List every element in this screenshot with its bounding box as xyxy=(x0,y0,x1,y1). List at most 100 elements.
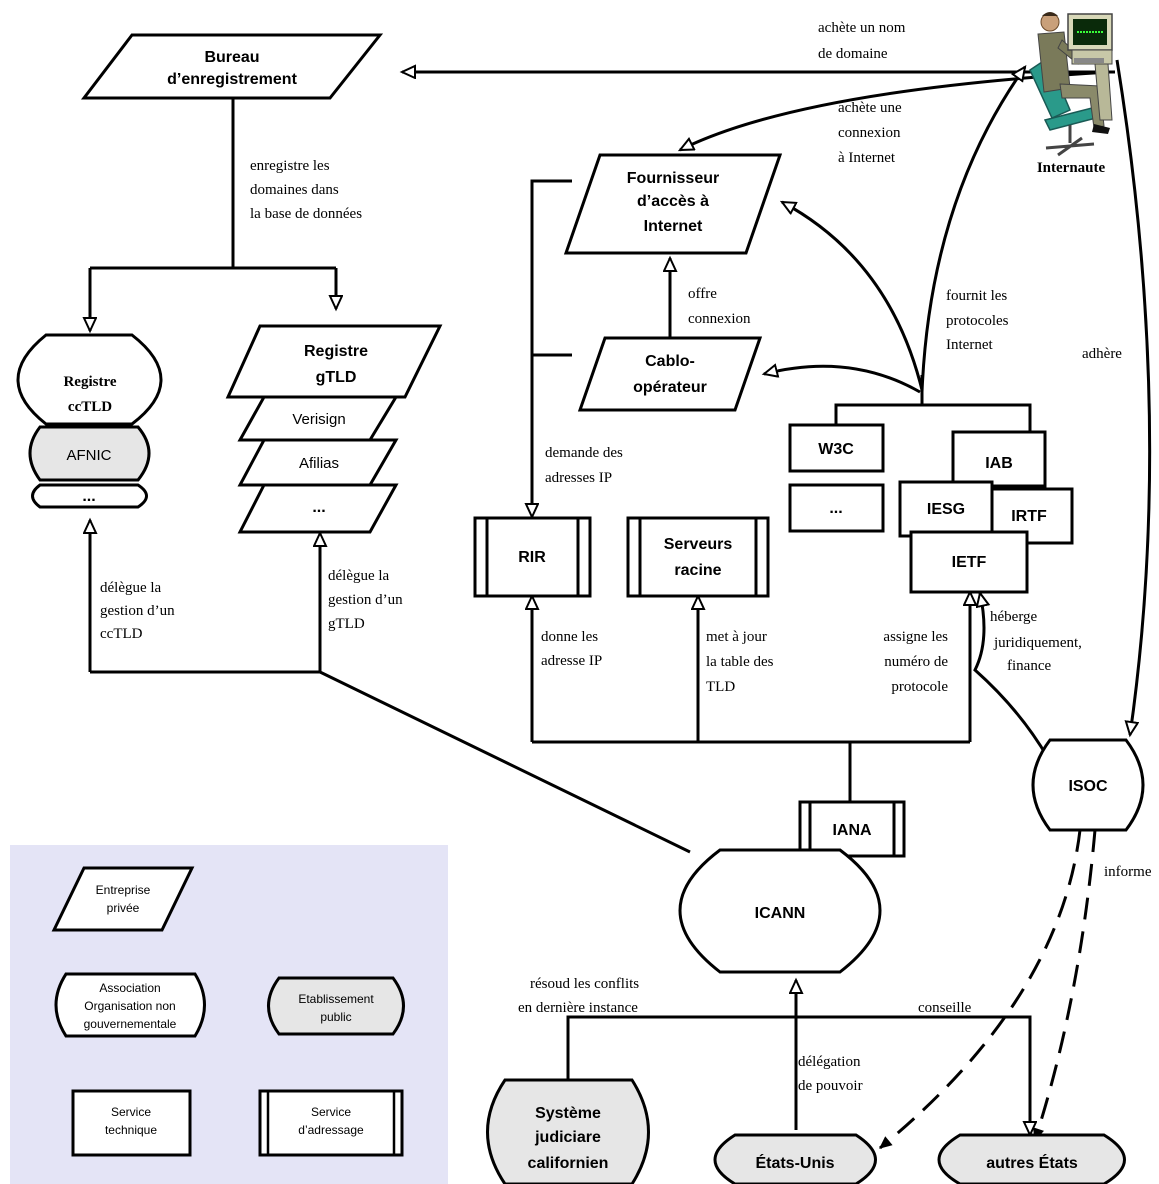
label-delegue-gtld-3: gTLD xyxy=(328,616,365,632)
label-delegue-gtld-1: délègue la xyxy=(328,568,390,584)
label-fournit-3: Internet xyxy=(946,337,993,353)
gtld-line2: gTLD xyxy=(316,369,357,386)
label-donne-ip-1: donne les xyxy=(541,629,598,645)
ietf-label: IETF xyxy=(952,554,987,571)
node-cablo: Cablo- opérateur xyxy=(577,336,763,412)
w3c-more-label: ... xyxy=(829,500,842,517)
systeme-line3: californien xyxy=(528,1155,609,1172)
label-offre-2: connexion xyxy=(688,311,751,327)
iab-label: IAB xyxy=(985,455,1013,472)
node-serveurs-racine: Serveurs racine xyxy=(626,516,770,598)
internaute-label: Internaute xyxy=(1037,160,1106,176)
node-registre-cctld: Registre ccTLD AFNIC ... xyxy=(16,333,163,509)
gtld-line1: Registre xyxy=(304,343,368,360)
label-met-a-jour-3: TLD xyxy=(706,679,735,695)
node-rir: RIR xyxy=(473,516,592,598)
node-autres-etats: autres États xyxy=(937,1133,1126,1184)
iana-label: IANA xyxy=(832,822,872,839)
label-assigne-2: numéro de xyxy=(884,654,948,670)
gtld-more: ... xyxy=(312,499,325,516)
label-fournit-1: fournit les xyxy=(946,288,1007,304)
label-demande-ip-1: demande des xyxy=(545,445,623,461)
legend-entreprise-line1: Entreprise xyxy=(96,883,151,897)
afilias-label: Afilias xyxy=(299,455,339,472)
fai-line3: Internet xyxy=(644,218,703,235)
label-delegue-cctld-2: gestion d’un xyxy=(100,603,175,619)
node-w3c-more: ... xyxy=(788,483,885,533)
label-achete-nom-2: de domaine xyxy=(818,46,888,62)
label-met-a-jour-1: met à jour xyxy=(706,629,767,645)
label-enregistre-3: la base de données xyxy=(250,206,362,222)
node-registre-gtld: Registre gTLD Verisign Afilias ... xyxy=(225,324,443,534)
edge-labels: achète un nom de domaine achète une conn… xyxy=(100,20,1152,1094)
label-heberge-3: finance xyxy=(1007,658,1051,674)
label-conseille: conseille xyxy=(918,1000,972,1016)
legend-service-adressage: Service d’adressage xyxy=(258,1089,404,1157)
label-demande-ip-2: adresses IP xyxy=(545,470,612,486)
label-delegue-gtld-2: gestion d’un xyxy=(328,592,403,608)
autres-etats-label: autres États xyxy=(986,1153,1078,1172)
label-delegation-1: délégation xyxy=(798,1054,861,1070)
legend-association-line1: Association xyxy=(99,981,160,995)
label-delegue-cctld-1: délègue la xyxy=(100,580,162,596)
cctld-line1: Registre xyxy=(63,374,116,390)
node-iesg: IESG xyxy=(898,480,994,538)
edge-fournit-fai xyxy=(782,200,924,391)
legend-etablissement-line2: public xyxy=(320,1010,351,1024)
edge-fournit-cablo xyxy=(764,366,921,394)
cablo-line2: opérateur xyxy=(633,379,707,396)
edge-fournit-internaute xyxy=(920,67,1025,393)
cctld-more: ... xyxy=(82,488,95,505)
label-enregistre-1: enregistre les xyxy=(250,158,330,174)
label-resoud-1: résoud les conflits xyxy=(530,976,639,992)
edge-delegue xyxy=(90,548,691,854)
edge-heberge xyxy=(973,593,1050,759)
iesg-label: IESG xyxy=(927,501,965,518)
label-assigne-3: protocole xyxy=(891,679,948,695)
serveurs-line2: racine xyxy=(674,562,721,579)
legend-association-line3: gouvernementale xyxy=(84,1017,177,1031)
isoc-label: ISOC xyxy=(1068,778,1108,795)
systeme-line2: judiciare xyxy=(534,1129,601,1146)
edge-adhere xyxy=(1115,59,1152,735)
legend-service-technique: Service technique xyxy=(71,1089,192,1157)
label-delegue-cctld-3: ccTLD xyxy=(100,626,143,642)
edge-iana-tree xyxy=(532,740,970,805)
legend-service-tech-line2: technique xyxy=(105,1123,157,1137)
connectors xyxy=(88,59,1152,1150)
w3c-label: W3C xyxy=(818,441,854,458)
legend-service-adr-line1: Service xyxy=(311,1105,351,1119)
label-achete-connexion-3: à Internet xyxy=(838,150,896,166)
legend-entreprise: Entreprise privée xyxy=(51,866,195,932)
node-internaute: Internaute xyxy=(1029,12,1113,176)
node-w3c: W3C xyxy=(788,423,885,473)
afnic-label: AFNIC xyxy=(67,447,112,464)
icann-label: ICANN xyxy=(755,905,806,922)
etats-unis-label: États-Unis xyxy=(755,1153,834,1172)
edge-achete-connexion xyxy=(680,70,1111,152)
node-etats-unis: États-Unis xyxy=(713,1133,877,1184)
bureau-line2: d’enregistrement xyxy=(167,71,297,88)
node-iana: IANA xyxy=(798,800,906,858)
edge-demande-ip xyxy=(530,179,572,515)
legend-entreprise-line2: privée xyxy=(107,901,140,915)
label-achete-nom-1: achète un nom xyxy=(818,20,906,36)
edge-informe-eu xyxy=(879,829,1082,1150)
legend-service-adr-line2: d’adressage xyxy=(298,1123,364,1137)
label-heberge-1: héberge xyxy=(990,609,1038,625)
edge-enregistre xyxy=(88,98,338,330)
cablo-line1: Cablo- xyxy=(645,353,695,370)
systeme-line1: Système xyxy=(535,1105,601,1122)
cctld-line2: ccTLD xyxy=(68,399,112,415)
edge-resoud xyxy=(566,1015,1032,1128)
label-informe: informe xyxy=(1104,864,1152,880)
label-achete-connexion-2: connexion xyxy=(838,125,901,141)
node-ietf: IETF xyxy=(909,530,1029,594)
bureau-line1: Bureau xyxy=(204,49,259,66)
label-adhere: adhère xyxy=(1082,346,1122,362)
label-fournit-2: protocoles xyxy=(946,313,1009,329)
label-donne-ip-2: adresse IP xyxy=(541,653,602,669)
label-enregistre-2: domaines dans xyxy=(250,182,339,198)
irtf-label: IRTF xyxy=(1011,508,1047,525)
